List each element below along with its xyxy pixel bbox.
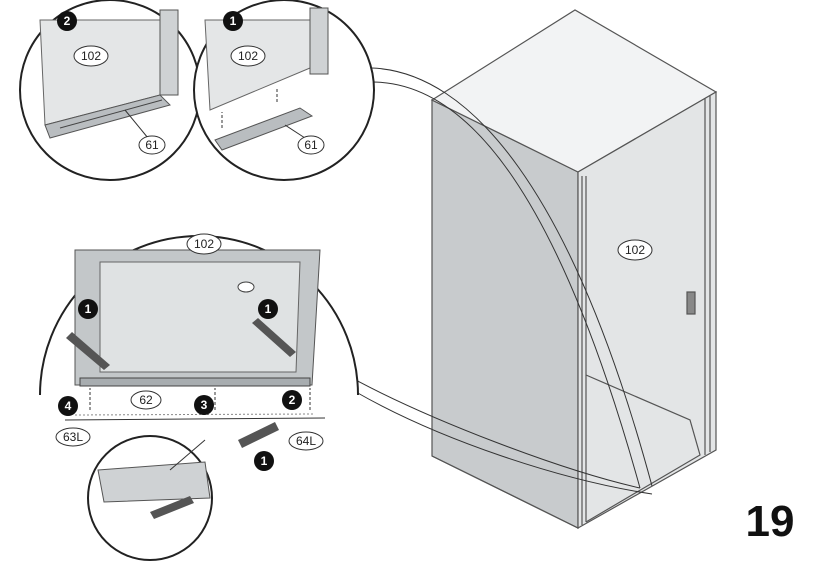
step-badge-1-left <box>78 299 98 319</box>
label-64L: 64L <box>296 434 316 448</box>
step-badge-1-right <box>258 299 278 319</box>
panel-label-bubble <box>617 239 653 261</box>
step-4-number: 4 <box>65 399 72 413</box>
label-61-b: 61 <box>304 138 318 152</box>
leader-61-b <box>284 124 306 139</box>
step-2-bottom-number: 2 <box>289 393 296 407</box>
panel-label: 102 <box>625 243 645 257</box>
step-2-top-number: 2 <box>64 14 71 28</box>
detail-circle-tray <box>39 235 359 421</box>
label-63L: 63L <box>63 430 83 444</box>
label-102-a: 102 <box>81 49 101 63</box>
sealant-gun-bottom <box>238 422 279 448</box>
step-badge-1-bottom <box>254 451 274 471</box>
step-1-left-number: 1 <box>85 302 92 316</box>
label-62-bubble <box>130 390 162 410</box>
step-badge-2-bottom <box>282 390 302 410</box>
step-number: 19 <box>746 497 795 546</box>
detail-circle-b <box>193 0 375 181</box>
step-badge-4 <box>58 396 78 416</box>
shower-enclosure <box>430 9 718 530</box>
leader-61-a <box>124 109 149 139</box>
label-61-a-bubble <box>138 135 166 155</box>
step-3-number: 3 <box>201 398 208 412</box>
label-61-b-bubble <box>297 135 325 155</box>
detail-circle-small <box>87 435 213 561</box>
label-61-a: 61 <box>145 138 159 152</box>
label-62: 62 <box>139 393 153 407</box>
label-102-b-bubble <box>230 45 266 67</box>
label-102-b: 102 <box>238 49 258 63</box>
step-1-top-number: 1 <box>230 14 237 28</box>
step-badge-1-top <box>223 11 243 31</box>
label-64L-bubble <box>288 431 324 451</box>
label-63L-bubble <box>55 427 91 447</box>
label-102-c-bubble <box>186 233 222 255</box>
detail-circle-a <box>19 0 201 181</box>
label-102-a-bubble <box>73 45 109 67</box>
step-badge-2-top <box>57 11 77 31</box>
step-1-right-number: 1 <box>265 302 272 316</box>
label-102-c: 102 <box>194 237 214 251</box>
step-1-bottom-number: 1 <box>261 454 268 468</box>
step-badge-3 <box>194 395 214 415</box>
leader-lines <box>351 67 653 495</box>
